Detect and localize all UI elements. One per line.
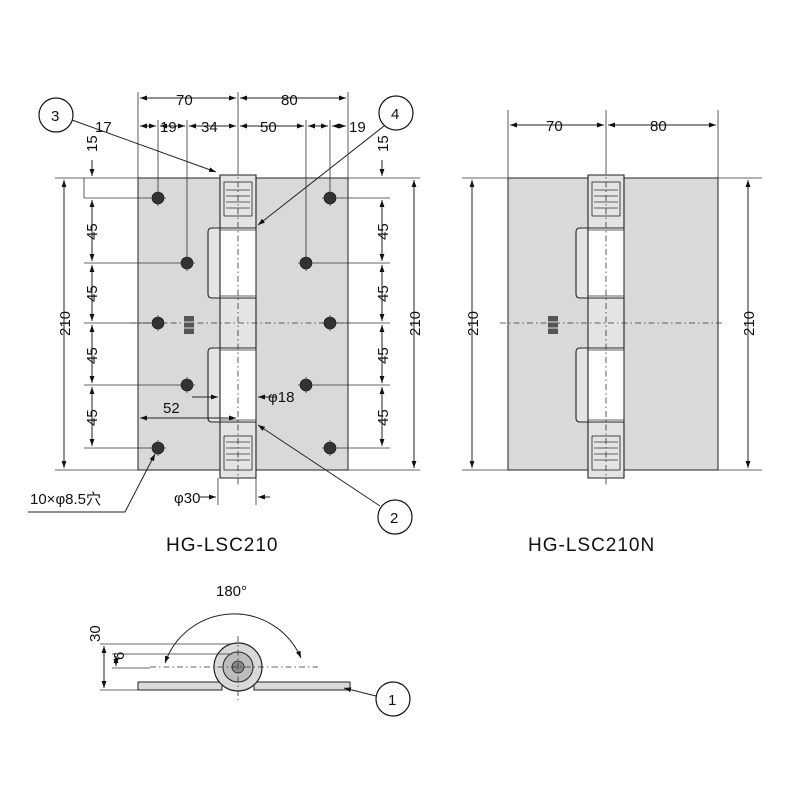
dim-210-left-n: 210 xyxy=(465,311,482,336)
model-label-right: HG-LSC210N xyxy=(528,535,655,556)
hinge-knuckle-n xyxy=(575,174,625,479)
dim-50: 50 xyxy=(260,119,277,136)
brand-logo-mark-n xyxy=(548,316,558,334)
left-leaf-plate xyxy=(137,177,221,471)
callout-3 xyxy=(38,97,74,133)
callout-1 xyxy=(375,681,411,717)
dim-34: 34 xyxy=(201,119,218,136)
dim-45-right-2: 45 xyxy=(375,285,392,302)
dim-15-right: 15 xyxy=(375,135,392,152)
dim-45-left-3: 45 xyxy=(84,347,101,364)
brand-logo-mark xyxy=(184,316,194,334)
dim-45-left-2: 45 xyxy=(84,285,101,302)
dim-45-left-1: 45 xyxy=(84,223,101,240)
side-view-open-180: 180° 30 6 1 xyxy=(87,583,411,717)
callout-1-label: 1 xyxy=(388,692,396,709)
dim-phi30: φ30 xyxy=(174,490,200,507)
dim-180-angle: 180° xyxy=(216,583,247,600)
dim-6-side: 6 xyxy=(111,652,128,660)
dim-70-top: 70 xyxy=(176,92,193,109)
dim-70-top-n: 70 xyxy=(546,118,563,135)
dim-45-right-3: 45 xyxy=(375,347,392,364)
dim-80-top-n: 80 xyxy=(650,118,667,135)
dim-17: 17 xyxy=(95,119,112,136)
dim-phi18: φ18 xyxy=(268,389,294,406)
front-view-hg-lsc210: 70 80 17 19 34 50 19 210 15 45 45 45 45 xyxy=(28,92,424,556)
dim-52: 52 xyxy=(163,400,180,417)
dim-19-left: 19 xyxy=(160,119,177,136)
front-view-hg-lsc210n: 70 80 210 210 HG-LSC210N xyxy=(462,110,762,556)
dim-45-right-4: 45 xyxy=(375,409,392,426)
callout-2 xyxy=(377,499,413,535)
dim-15-left: 15 xyxy=(84,135,101,152)
side-leaf-right xyxy=(253,681,351,691)
side-leaf-left xyxy=(137,681,223,691)
right-leaf-plate-n xyxy=(623,177,719,471)
callout-3-label: 3 xyxy=(51,108,59,125)
dim-210-left: 210 xyxy=(57,311,74,336)
dim-45-left-4: 45 xyxy=(84,409,101,426)
dim-210-right: 210 xyxy=(407,311,424,336)
dim-45-right-1: 45 xyxy=(375,223,392,240)
dim-19-right: 19 xyxy=(349,119,366,136)
holes-note: 10×φ8.5穴 xyxy=(30,491,101,508)
dim-80-top: 80 xyxy=(281,92,298,109)
model-label-left: HG-LSC210 xyxy=(166,535,279,556)
callout-4-label: 4 xyxy=(391,106,399,123)
dim-30-side: 30 xyxy=(87,625,104,642)
hinge-knuckle xyxy=(207,174,257,479)
dim-210-right-n: 210 xyxy=(741,311,758,336)
callout-4 xyxy=(378,95,414,131)
callout-2-label: 2 xyxy=(390,510,398,527)
